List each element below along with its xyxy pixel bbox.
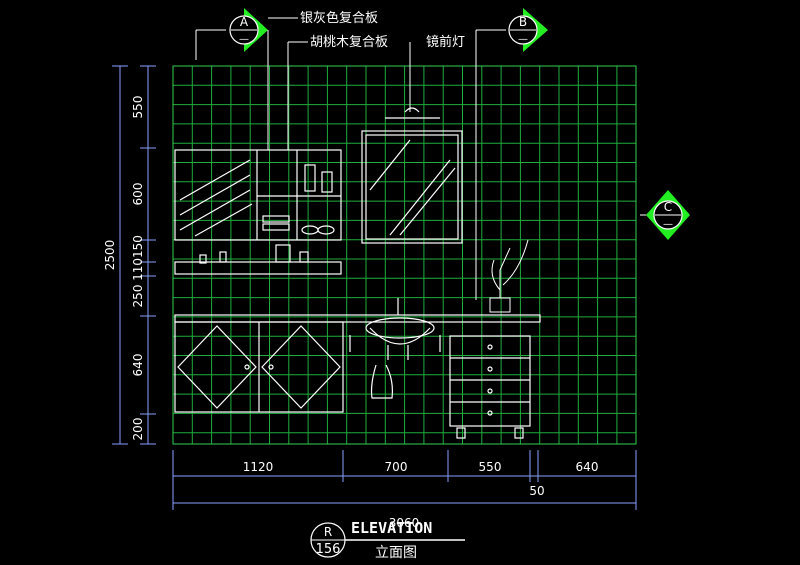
label-walnut-panel: 胡桃木复合板 [310, 35, 388, 50]
wall-tile-grid [172, 65, 636, 444]
dim-640: 640 [131, 354, 145, 377]
potted-plant [489, 239, 529, 313]
title-block: R 156 ELEVATION 立面图 [310, 519, 465, 561]
mirror-light-fixture [385, 107, 440, 119]
vertical-dimension-lines [112, 65, 156, 445]
section-marker-a: A — [229, 8, 268, 52]
horizontal-dimension-texts: 1120 700 550 640 50 3060 [243, 460, 599, 530]
countertop [174, 314, 541, 323]
title-letter: R [324, 525, 332, 539]
dim-640: 640 [576, 460, 599, 474]
dim-50: 50 [529, 484, 544, 498]
upper-cabinet [174, 149, 342, 241]
dim-600: 600 [131, 183, 145, 206]
title-en: ELEVATION [351, 519, 432, 537]
dim-200: 200 [131, 418, 145, 441]
marker-c-letter: C [664, 200, 672, 214]
title-number: 156 [316, 542, 341, 557]
section-marker-c: C — [646, 190, 690, 240]
wall-outline [172, 65, 637, 445]
dim-550: 550 [479, 460, 502, 474]
dim-3060: 3060 [389, 516, 420, 530]
marker-a-sub: — [239, 34, 249, 45]
dim-250: 250 [131, 285, 145, 308]
dim-2500: 2500 [103, 240, 117, 271]
drawer-unit [449, 335, 531, 439]
marker-b-letter: B [519, 15, 527, 29]
dim-1120: 1120 [243, 460, 274, 474]
wall-shelf [174, 244, 342, 275]
washbasin [349, 298, 441, 399]
vertical-dimension-texts: 550 600 2500 110150 250 640 200 [103, 96, 145, 441]
marker-b-sub: — [518, 34, 528, 45]
dim-110150: 110150 [131, 235, 145, 281]
label-mirror-light: 镜前灯 [426, 34, 465, 50]
horizontal-dimension-lines [172, 450, 637, 510]
leader-lines [267, 17, 411, 150]
marker-c-sub: — [663, 219, 673, 230]
marker-a-letter: A [240, 15, 249, 29]
mirror [361, 130, 463, 244]
label-silver-panel: 银灰色复合板 [300, 10, 378, 26]
title-cn: 立面图 [375, 545, 417, 561]
dim-550: 550 [131, 96, 145, 119]
dim-700: 700 [385, 460, 408, 474]
section-marker-b: B — [508, 8, 548, 52]
vanity-cabinet-left [174, 321, 344, 413]
